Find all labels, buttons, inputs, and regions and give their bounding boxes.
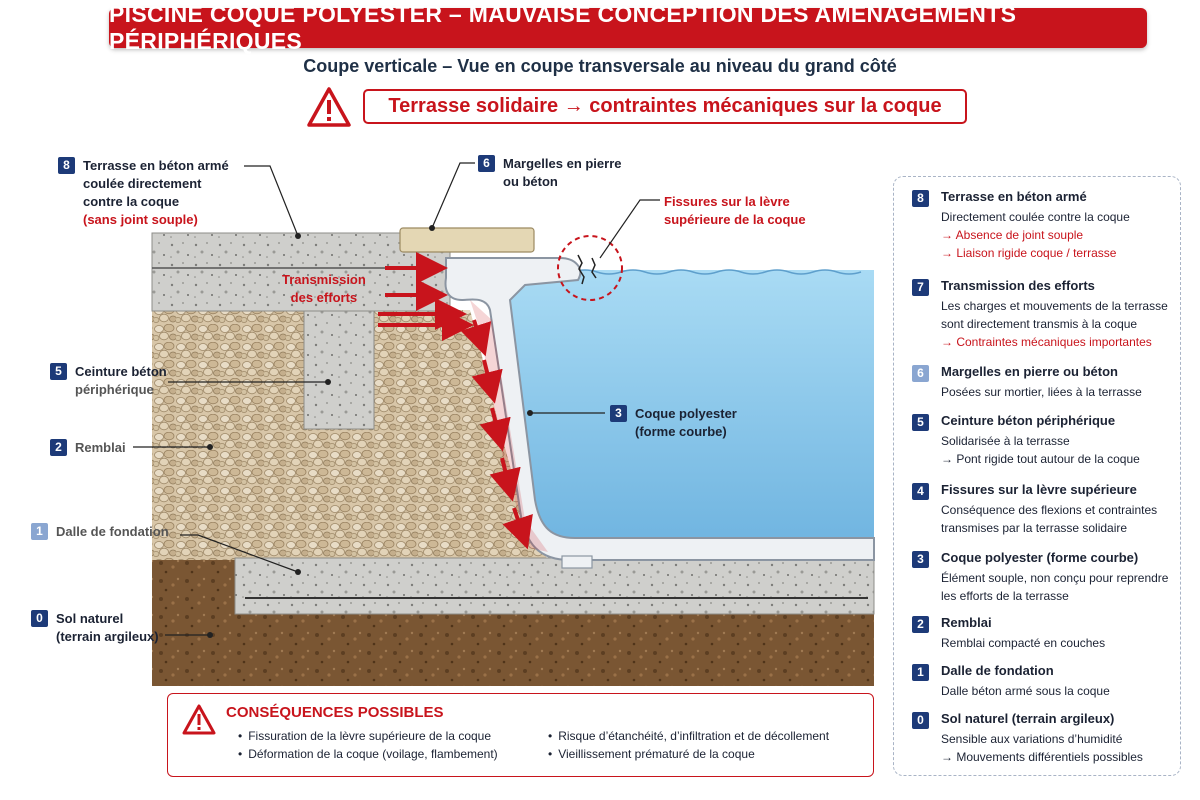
legend-desc: Dalle béton armé sous la coque: [941, 684, 1110, 698]
legend-desc: sont directement transmis à la coque: [941, 317, 1138, 331]
legend-desc: Posées sur mortier, liées à la terrasse: [941, 385, 1142, 399]
legend-badge: 4: [912, 483, 929, 500]
label-shell-line1: Coque polyester: [635, 406, 737, 421]
legend-desc: → Absence de joint souple: [941, 228, 1084, 242]
legend-desc: → Liaison rigide coque / terrasse: [941, 246, 1117, 260]
legend-badge: 6: [912, 365, 929, 382]
legend-title: Fissures sur la lèvre supérieure: [941, 482, 1137, 497]
legend-desc: Les charges et mouvements de la terrasse: [941, 299, 1168, 313]
label-belt: 5 Ceinture béton périphérique: [50, 363, 167, 399]
badge-5: 5: [50, 363, 67, 380]
label-force-line1: Transmission: [282, 272, 366, 287]
consequence-item: Fissuration de la lèvre supérieure de la…: [238, 729, 491, 743]
legend-title: Terrasse en béton armé: [941, 189, 1087, 204]
backfill-layer: [152, 310, 548, 560]
page-subtitle: Coupe verticale – Vue en coupe transvers…: [303, 56, 897, 76]
badge-1: 1: [31, 523, 48, 540]
legend-title: Coque polyester (forme courbe): [941, 550, 1139, 565]
badge-2: 2: [50, 439, 67, 456]
legend-badge: 3: [912, 551, 929, 568]
label-shell: 3 Coque polyester (forme courbe): [610, 405, 737, 441]
legend-desc: Élément souple, non conçu pour reprendre: [941, 571, 1169, 585]
legend-desc: Sensible aux variations d’humidité: [941, 732, 1123, 746]
legend-badge: 8: [912, 190, 929, 207]
legend-desc: Directement coulée contre la coque: [941, 210, 1130, 224]
label-backfill-text: Remblai: [75, 440, 126, 455]
label-foundation-text: Dalle de fondation: [56, 524, 169, 539]
label-soil-line1: Sol naturel: [56, 611, 124, 626]
label-coping-line2: ou béton: [503, 174, 558, 189]
legend-desc: les efforts de la terrasse: [941, 589, 1069, 603]
label-belt-line1: Ceinture béton: [75, 364, 167, 379]
label-natural-soil: 0 Sol naturel (terrain argileux): [31, 610, 159, 646]
legend-desc: Solidarisée à la terrasse: [941, 434, 1070, 448]
coping-stone: [399, 227, 535, 253]
legend-title: Dalle de fondation: [941, 663, 1054, 678]
label-coping-line1: Margelles en pierre: [503, 156, 622, 171]
legend-badge: 0: [912, 712, 929, 729]
label-terrace-line1: Terrasse en béton armé: [83, 158, 229, 173]
consequence-item: Risque d’étanchéité, d’infiltration et d…: [548, 729, 829, 743]
label-shell-line2: (forme courbe): [635, 424, 727, 439]
legend-desc: → Mouvements différentiels possibles: [941, 750, 1143, 764]
consequences-title: CONSÉQUENCES POSSIBLES: [226, 704, 444, 721]
label-terrace-line2: coulée directement: [83, 176, 202, 191]
label-force-transmission: Transmission des efforts: [282, 271, 366, 307]
badge-8: 8: [58, 157, 75, 174]
badge-6: 6: [478, 155, 495, 172]
legend-title: Margelles en pierre ou béton: [941, 364, 1118, 379]
label-backfill: 2 Remblai: [50, 439, 126, 457]
legend-title: Remblai: [941, 615, 992, 630]
label-terrace: 8 Terrasse en béton armé coulée directeme…: [58, 157, 229, 229]
label-cracks-line1: Fissures sur la lèvre: [664, 194, 790, 209]
warning-icon: [307, 87, 351, 127]
warning-icon: [182, 704, 216, 735]
legend-desc: Remblai compacté en couches: [941, 636, 1106, 650]
peripheral-belt: [303, 310, 375, 430]
legend-desc: Conséquence des flexions et contraintes: [941, 503, 1158, 517]
title-banner: PISCINE COQUE POLYESTER – MAUVAISE CONCE…: [109, 1, 1147, 54]
pool-water: [503, 270, 874, 548]
legend-badge: 2: [912, 616, 929, 633]
label-belt-line2: périphérique: [75, 382, 154, 397]
label-terrace-warning: (sans joint souple): [83, 212, 198, 227]
legend-desc: transmises par la terrasse solidaire: [941, 521, 1128, 535]
legend-badge: 5: [912, 414, 929, 431]
label-soil-line2: (terrain argileux): [56, 629, 159, 644]
legend-badge: 1: [912, 664, 929, 681]
label-cracks: Fissures sur la lèvre supérieure de la c…: [664, 193, 806, 229]
legend-title: Sol naturel (terrain argileux): [941, 711, 1115, 726]
legend-desc: → Contraintes mécaniques importantes: [941, 335, 1152, 349]
warning-text: Terrasse solidaire → contraintes mécaniq…: [388, 95, 942, 117]
badge-0: 0: [31, 610, 48, 627]
consequence-item: Vieillissement prématuré de la coque: [548, 747, 755, 761]
warning-box: Terrasse solidaire → contraintes mécaniq…: [363, 89, 967, 124]
consequence-item: Déformation de la coque (voilage, flambe…: [238, 747, 497, 761]
crack-highlight-circle: [557, 235, 623, 301]
label-foundation: 1 Dalle de fondation: [31, 523, 169, 541]
label-coping: 6 Margelles en pierre ou béton: [478, 155, 622, 191]
legend-badge: 7: [912, 279, 929, 296]
page-title: PISCINE COQUE POLYESTER – MAUVAISE CONCE…: [109, 1, 1017, 54]
legend-title: Ceinture béton périphérique: [941, 413, 1116, 428]
badge-3: 3: [610, 405, 627, 422]
label-terrace-line3: contre la coque: [83, 194, 180, 209]
legend-desc: → Pont rigide tout autour de la coque: [941, 452, 1140, 466]
legend-title: Transmission des efforts: [941, 278, 1095, 293]
consequences-box: CONSÉQUENCES POSSIBLES Fissuration de la…: [167, 693, 874, 777]
label-cracks-line2: supérieure de la coque: [664, 212, 806, 227]
foundation-slab: [234, 557, 875, 615]
label-force-line2: des efforts: [290, 290, 358, 305]
legend-panel: 8 Terrasse en béton armé Directement cou…: [893, 176, 1181, 776]
